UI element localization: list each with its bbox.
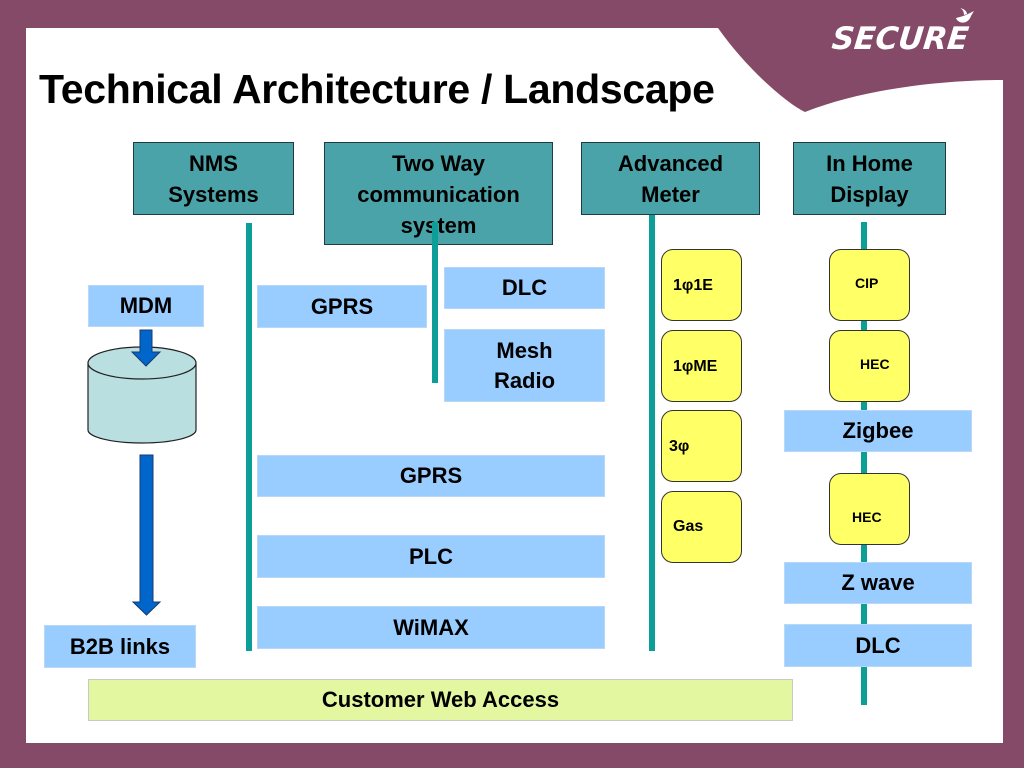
header-line: In Home [826,151,913,176]
meter-label: 3φ [669,438,690,455]
header-line: Systems [168,182,259,207]
ihd-connector-line [861,222,867,705]
cip-device: CIP [829,249,910,321]
dlc-box: DLC [444,267,605,309]
header-two-way-communication: Two Way communication system [324,142,553,245]
meter-connector-line [649,214,655,651]
zwave-box: Z wave [784,562,972,604]
meter-label: Gas [673,518,704,535]
device-label: HEC [852,509,882,525]
mesh-radio-line: Mesh [496,337,553,363]
secure-logo: SECURE [830,21,971,57]
device-label: CIP [855,275,879,291]
header-line: communication [357,182,520,207]
ihd-dlc-box: DLC [784,624,972,667]
header-in-home-display: In Home Display [793,142,946,215]
two-way-connector-stub [432,222,438,245]
mesh-radio-line: Radio [493,367,556,393]
header-line: system [400,213,477,238]
zigbee-box: Zigbee [784,410,972,452]
header-line: NMS [189,151,238,176]
header-line: Display [830,182,909,207]
header-line: Two Way [392,151,485,176]
mesh-radio-box: Mesh Radio [444,329,605,402]
meter-3p: 3φ [661,410,742,482]
meter-label: 1φME [673,358,718,375]
hec-device-2: HEC [829,473,910,545]
page-title: Technical Architecture / Landscape [39,66,715,112]
hec-device: HEC [829,330,910,402]
customer-web-access-bar: Customer Web Access [88,679,793,721]
header-nms-systems: NMS Systems [133,142,294,215]
device-label: HEC [860,356,890,372]
plc-box: PLC [257,535,605,578]
meter-1pme: 1φME [661,330,742,402]
b2b-links-box: B2B links [44,625,196,668]
meter-gas: Gas [661,491,742,563]
header-advanced-meter: Advanced Meter [581,142,760,215]
nms-connector-line [246,223,252,651]
swoosh-shape [718,28,1003,112]
bird-icon [956,8,974,23]
meter-label: 1φ1E [673,277,713,294]
mdm-box: MDM [88,285,204,327]
wimax-box: WiMAX [257,606,605,649]
meter-1p1e: 1φ1E [661,249,742,321]
gprs-top-box: GPRS [257,285,427,328]
brand-swoosh [718,28,1003,112]
gprs-box: GPRS [257,455,605,497]
two-way-connector-line [432,222,438,383]
header-line: Advanced [617,151,724,176]
header-line: Meter [641,182,700,207]
